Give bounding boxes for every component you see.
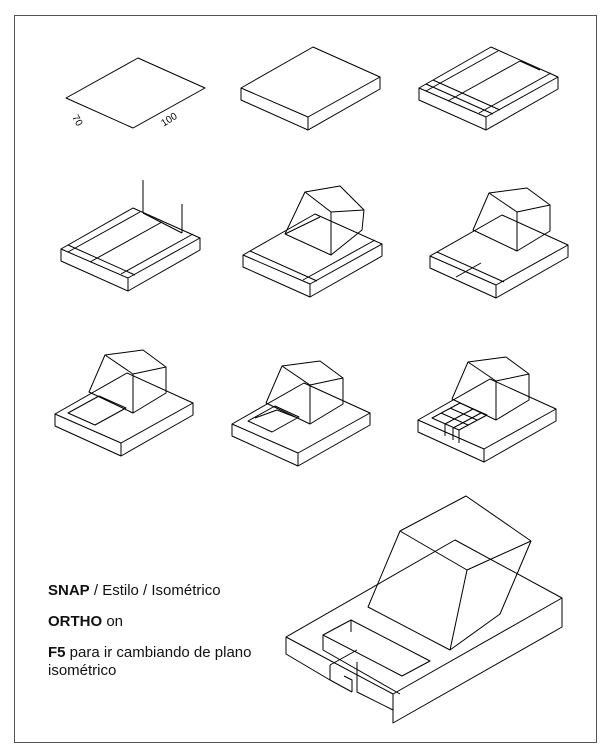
snap-instruction: SNAP / Estilo / Isométrico: [48, 582, 268, 600]
ortho-keyword: ORTHO: [48, 613, 103, 630]
dimension-70: 70: [69, 113, 84, 129]
snap-keyword: SNAP: [48, 582, 90, 599]
drawing-frame: [14, 15, 597, 743]
step-10-final-piece: [285, 495, 563, 724]
step-4-vertical-guides: [60, 180, 201, 292]
step-5-block-wireframe: [242, 185, 383, 298]
snap-text: / Estilo / Isométrico: [89, 582, 221, 599]
step-7-slot-outline: [54, 349, 194, 457]
ortho-instruction: ORTHO on: [48, 613, 268, 631]
step-1-base-outline: 70 100: [65, 57, 206, 129]
instructions-panel: SNAP / Estilo / Isométrico ORTHO on F5 p…: [48, 582, 268, 693]
step-6-solid-block: [429, 187, 569, 299]
ortho-text: on: [102, 613, 124, 630]
step-3-construction-lines: [418, 46, 559, 131]
f5-instruction: F5 para ir cambiando de plano isométrico: [48, 644, 268, 680]
f5-text: para ir cambiando de plano isométrico: [48, 644, 252, 679]
dimension-100: 100: [159, 111, 179, 129]
step-2-extruded-slab: [240, 46, 381, 131]
f5-keyword: F5: [48, 644, 66, 661]
step-9-slot-grid: [417, 356, 557, 463]
step-8-slot-cut: [231, 360, 371, 467]
